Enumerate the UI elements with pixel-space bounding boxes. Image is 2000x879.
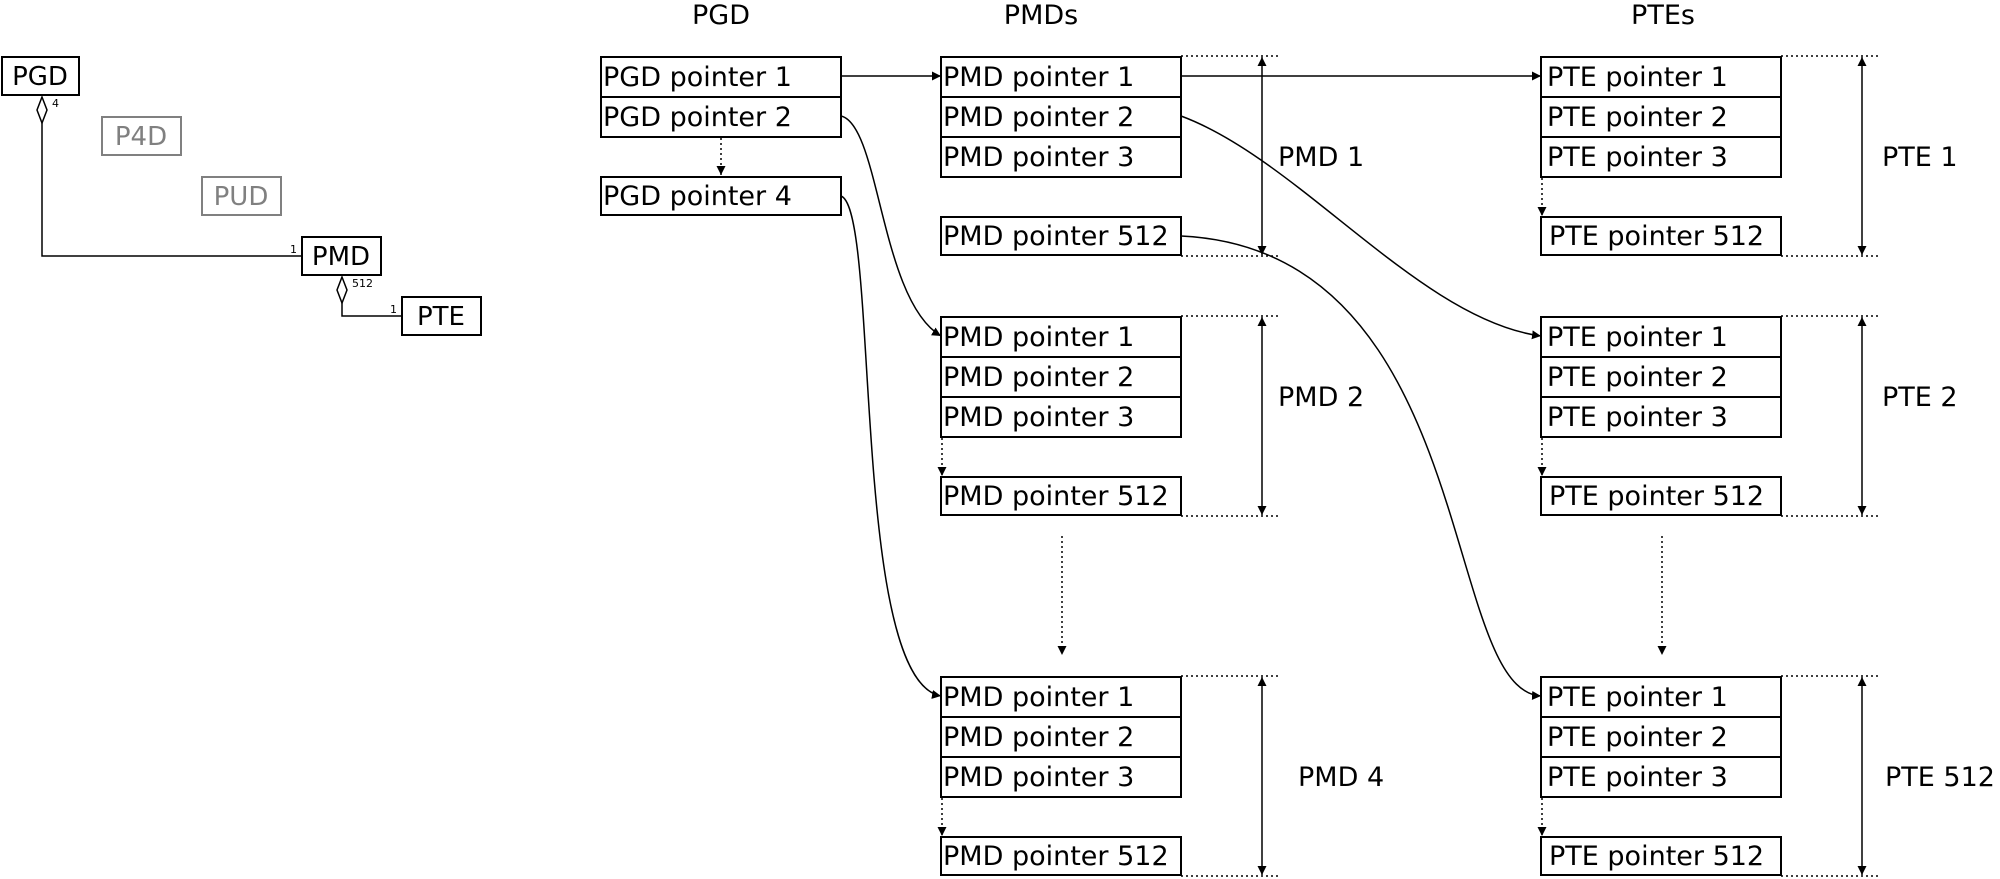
pgd-table: PGD pointer 1 PGD pointer 2 PGD pointer …: [600, 56, 842, 216]
connector-pmd-pte: [341, 303, 402, 317]
pmd1-row-2-label: PMD pointer 2: [943, 102, 1134, 133]
pte512-row-3-label: PTE pointer 3: [1547, 762, 1728, 793]
pte1-row-1: [1540, 56, 1782, 98]
pte1-row-2: [1540, 96, 1782, 138]
pmd2-row-3: [940, 396, 1182, 438]
pmd1-row-512-label: PMD pointer 512: [943, 221, 1169, 252]
pte-table-2: PTE pointer 1 PTE pointer 2 PTE pointer …: [1537, 315, 1958, 517]
legend-pud-box: [201, 176, 282, 216]
pmd4-row-2-label: PMD pointer 2: [943, 722, 1134, 753]
header-ptes: PTEs: [1631, 0, 1695, 31]
header-pmds: PMDs: [1004, 0, 1078, 31]
pte2-row-2: [1540, 356, 1782, 398]
pmd4-row-1: [940, 676, 1182, 718]
legend: PGD P4D PUD PMD PTE 4 1 512 1: [1, 56, 482, 336]
arrow-pgd2-to-pmd2: [840, 115, 942, 337]
pte512-row-3: [1540, 756, 1782, 798]
pte2-row-1: [1540, 316, 1782, 358]
multiplicity-pte-one: 1: [390, 303, 397, 316]
pmd1-row-1-label: PMD pointer 1: [943, 62, 1134, 93]
pmd4-row-2: [940, 716, 1182, 758]
pte2-row-3-label: PTE pointer 3: [1547, 402, 1728, 433]
pmd1-label: PMD 1: [1278, 142, 1364, 173]
pmd2-row-1-label: PMD pointer 1: [943, 322, 1134, 353]
pmd2-row-2: [940, 356, 1182, 398]
pte512-row-2-label: PTE pointer 2: [1547, 722, 1728, 753]
pmd4-label: PMD 4: [1298, 762, 1384, 793]
pmd2-row-2-label: PMD pointer 2: [943, 362, 1134, 393]
pte2-label: PTE 2: [1882, 382, 1958, 413]
multiplicity-pmd-many: 512: [352, 277, 373, 290]
pmd1-row-1: [940, 56, 1182, 98]
legend-pmd-box: [301, 236, 382, 276]
pmd1-row-3: [940, 136, 1182, 178]
header-pgd: PGD: [692, 0, 750, 31]
legend-p4d-label: P4D: [115, 122, 167, 152]
pmd4-row-3: [940, 756, 1182, 798]
pte512-row-2: [1540, 716, 1782, 758]
connector-pgd-pmd: [41, 123, 302, 257]
legend-pte-label: PTE: [417, 302, 465, 332]
pte2-row-512-label: PTE pointer 512: [1549, 481, 1764, 512]
pointer-arrows: [840, 71, 1542, 700]
pte1-label: PTE 1: [1882, 142, 1958, 173]
legend-pud-label: PUD: [214, 182, 269, 212]
pte-table-512: PTE pointer 1 PTE pointer 2 PTE pointer …: [1537, 675, 1995, 877]
pte512-row-512-label: PTE pointer 512: [1549, 841, 1764, 872]
pte1-row-1-label: PTE pointer 1: [1547, 62, 1728, 93]
pmd-table-1: PMD pointer 1 PMD pointer 2 PMD pointer …: [940, 55, 1364, 257]
pmd-table-4: PMD pointer 1 PMD pointer 2 PMD pointer …: [937, 675, 1384, 877]
pgd-row-1-label: PGD pointer 1: [603, 62, 792, 93]
pmd4-row-512: [940, 836, 1182, 876]
pgd-row-1: [600, 56, 842, 98]
pmd4-row-3-label: PMD pointer 3: [943, 762, 1134, 793]
pte2-row-2-label: PTE pointer 2: [1547, 362, 1728, 393]
legend-pgd-box: [1, 56, 80, 96]
pte2-row-512: [1540, 476, 1782, 516]
pmd2-row-1: [940, 316, 1182, 358]
legend-pmd-label: PMD: [312, 242, 370, 272]
pmd2-label: PMD 2: [1278, 382, 1364, 413]
aggregation-diamond-pgd: [36, 94, 48, 126]
arrow-pmd1ptr512-to-pte512: [1180, 235, 1542, 700]
pmd-table-2: PMD pointer 1 PMD pointer 2 PMD pointer …: [937, 315, 1364, 517]
multiplicity-pgd: 4: [52, 97, 59, 110]
pte1-row-3-label: PTE pointer 3: [1547, 142, 1728, 173]
pmd4-row-1-label: PMD pointer 1: [943, 682, 1134, 713]
multiplicity-pmd-one: 1: [290, 243, 297, 256]
legend-p4d-box: [101, 116, 182, 156]
pte512-row-512: [1540, 836, 1782, 876]
legend-pte-box: [401, 296, 482, 336]
pgd-row-2: [600, 96, 842, 138]
pmd2-row-512: [940, 476, 1182, 516]
pmd2-row-512-label: PMD pointer 512: [943, 481, 1169, 512]
arrow-pgd4-to-pmd4: [840, 195, 942, 699]
pmd1-row-3-label: PMD pointer 3: [943, 142, 1134, 173]
pte1-row-3: [1540, 136, 1782, 178]
aggregation-diamond-pmd: [336, 274, 348, 306]
legend-pgd-label: PGD: [12, 62, 68, 92]
pte512-row-1-label: PTE pointer 1: [1547, 682, 1728, 713]
pgd-row-2-label: PGD pointer 2: [603, 102, 792, 133]
pte1-row-2-label: PTE pointer 2: [1547, 102, 1728, 133]
pte-table-1: PTE pointer 1 PTE pointer 2 PTE pointer …: [1537, 55, 1958, 257]
arrow-pmd1ptr2-to-pte2: [1180, 115, 1542, 340]
pgd-row-4-label: PGD pointer 4: [603, 181, 792, 212]
pmd4-row-512-label: PMD pointer 512: [943, 841, 1169, 872]
pte1-row-512: [1540, 216, 1782, 256]
pte1-row-512-label: PTE pointer 512: [1549, 221, 1764, 252]
pte512-label: PTE 512: [1885, 762, 1995, 793]
pmd1-row-512: [940, 216, 1182, 256]
pte2-row-3: [1540, 396, 1782, 438]
pmd2-row-3-label: PMD pointer 3: [943, 402, 1134, 433]
pte2-row-1-label: PTE pointer 1: [1547, 322, 1728, 353]
